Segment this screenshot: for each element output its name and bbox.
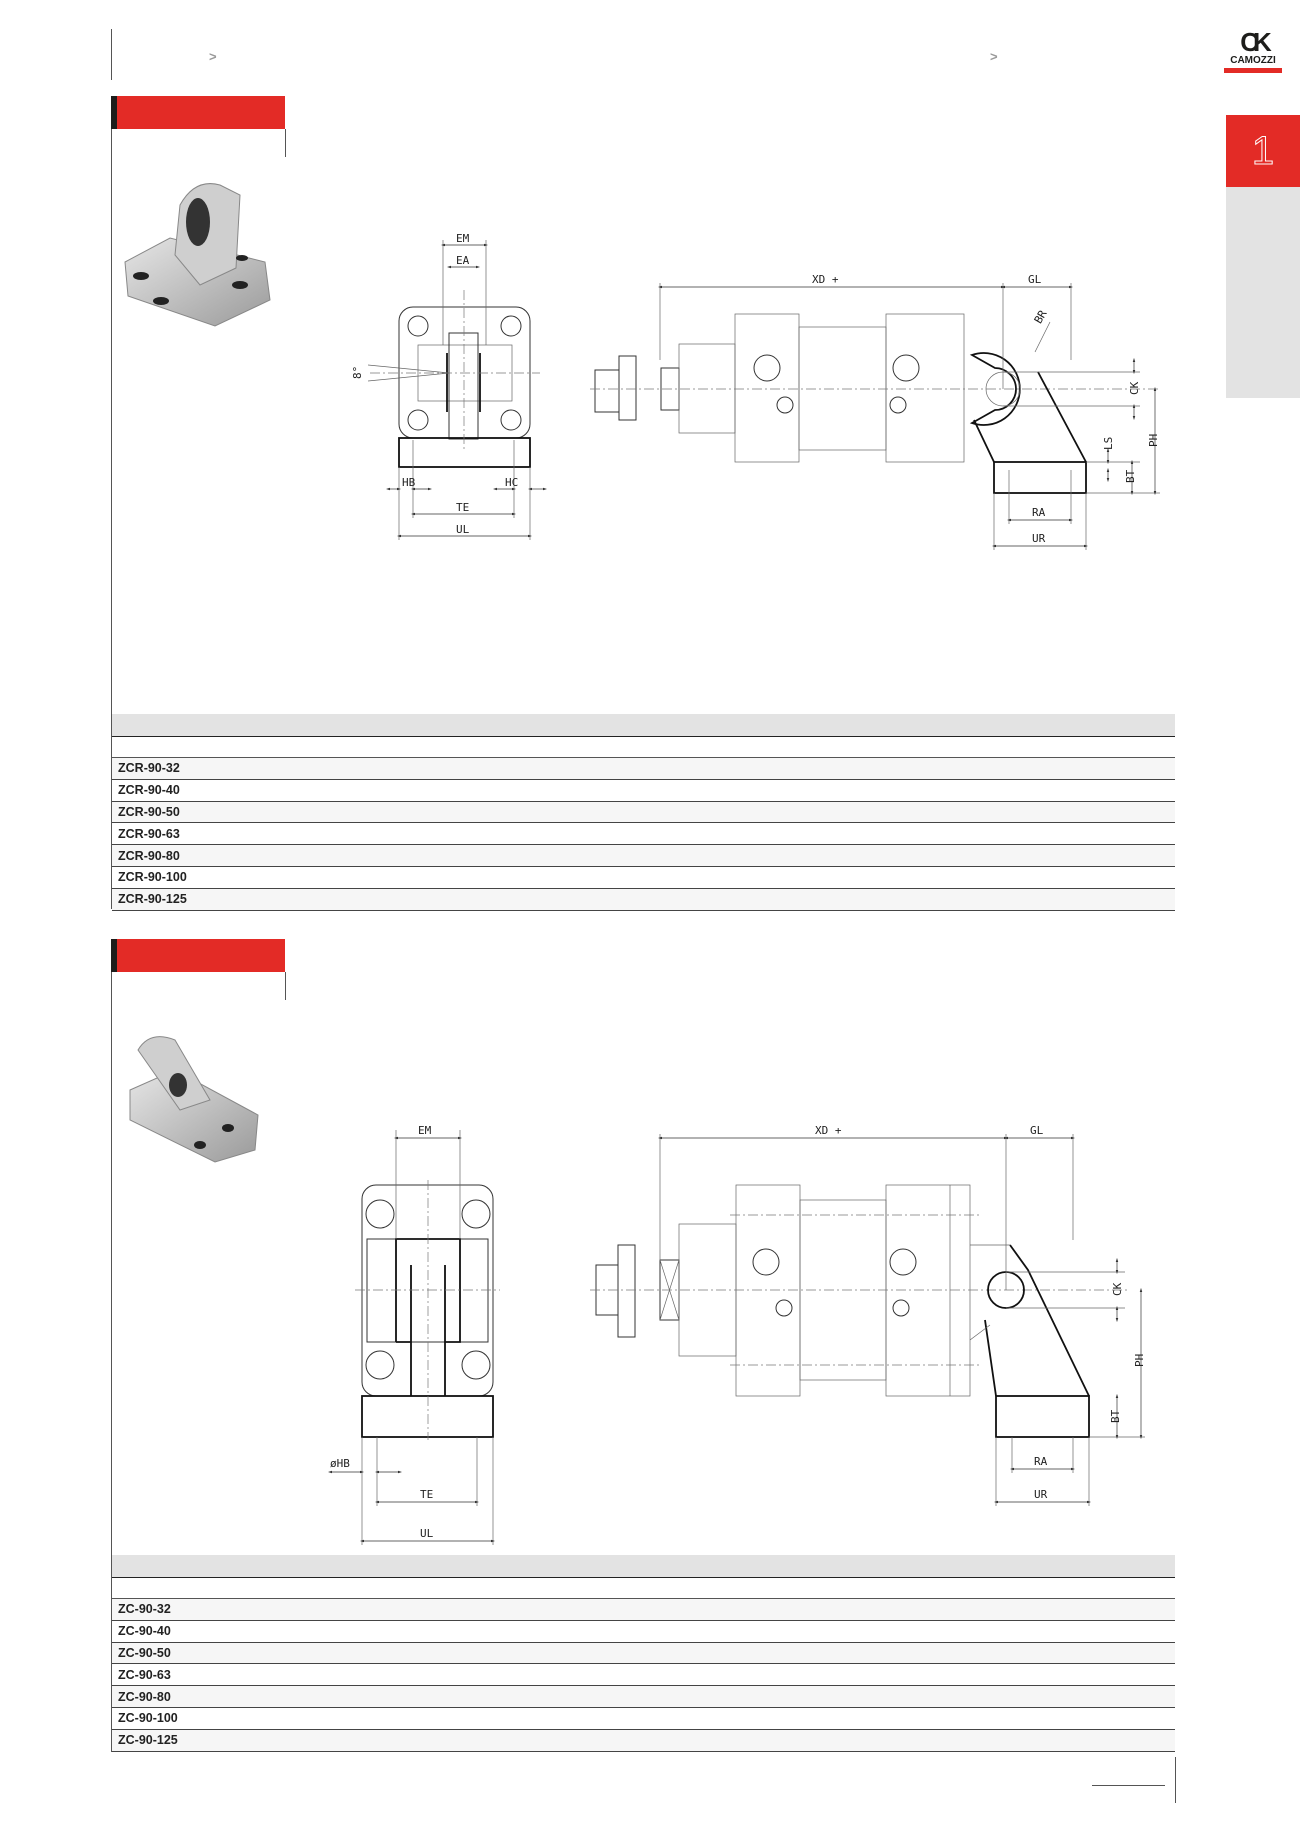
table-cell-code: ZC-90-100: [112, 1707, 1175, 1730]
dim-xd: XD +: [812, 273, 839, 286]
table-cell-code: ZCR-90-40: [112, 779, 1175, 802]
table-row: ZCR-90-40: [112, 779, 1175, 802]
dim-ra: RA: [1032, 506, 1046, 519]
table-subheader-row: [112, 1577, 1175, 1599]
table-row: ZC-90-100: [112, 1707, 1175, 1730]
dim-hc: HC: [505, 476, 518, 489]
table-row: ZC-90-40: [112, 1620, 1175, 1643]
dim-br: BR: [1032, 308, 1050, 326]
dim-te: TE: [420, 1488, 433, 1501]
table-cell-code: ZC-90-40: [112, 1620, 1175, 1643]
section-2-front-view: EM øHB TE UL: [327, 1124, 500, 1545]
table-cell-code: ZCR-90-80: [112, 844, 1175, 867]
dim-hb: HB: [402, 476, 416, 489]
section-1-side-view: XD + GL BR CK LS BT PH RA UR: [590, 273, 1160, 550]
dim-ls: LS: [1102, 437, 1115, 450]
section-2-tab-border: [285, 972, 286, 1000]
product-photo-2: [129, 1036, 259, 1163]
dim-angle: 8°: [351, 366, 364, 379]
section-1-front-view: EM EA 8° HB HC TE UL: [351, 232, 548, 540]
table-row: ZC-90-125: [112, 1729, 1175, 1752]
section-1-left-border: [111, 129, 112, 909]
chapter-number: 1: [1251, 129, 1275, 174]
header-divider: [111, 29, 112, 80]
table-cell-code: ZC-90-80: [112, 1685, 1175, 1708]
section-2-title-tab: [111, 939, 285, 972]
dim-ph: PH: [1147, 434, 1160, 447]
table-cell-code: ZC-90-50: [112, 1642, 1175, 1665]
table-row: ZC-90-80: [112, 1685, 1175, 1708]
section-2-table: ZC-90-32 ZC-90-40 ZC-90-50 ZC-90-63 ZC-9…: [112, 1555, 1175, 1752]
logo-mark-icon: CK: [1240, 27, 1272, 57]
dim-bt: BT: [1124, 469, 1137, 483]
dim-ul: UL: [420, 1527, 434, 1540]
dim-ul: UL: [456, 523, 470, 536]
table-row: ZCR-90-80: [112, 844, 1175, 867]
dim-em: EM: [418, 1124, 432, 1137]
table-header-row: [112, 1555, 1175, 1578]
footer-rule: [1092, 1785, 1165, 1786]
table-row: ZCR-90-63: [112, 822, 1175, 846]
table-row: ZCR-90-50: [112, 801, 1175, 824]
table-row: ZC-90-63: [112, 1663, 1175, 1687]
breadcrumb-separator: >: [209, 49, 217, 64]
table-cell-code: ZC-90-63: [112, 1663, 1175, 1687]
dim-hb: øHB: [330, 1457, 350, 1470]
chapter-tab[interactable]: 1: [1226, 115, 1300, 187]
dim-ck: CK: [1128, 381, 1141, 395]
breadcrumb-separator: >: [990, 49, 998, 64]
table-cell-code: ZCR-90-63: [112, 822, 1175, 846]
table-row: ZC-90-50: [112, 1642, 1175, 1665]
dim-bt: BT: [1109, 1409, 1122, 1423]
dim-xd: XD +: [815, 1124, 842, 1137]
table-cell-code: ZCR-90-125: [112, 888, 1175, 911]
dim-ur: UR: [1032, 532, 1046, 545]
logo-bar: [1224, 68, 1282, 73]
dim-em: EM: [456, 232, 470, 245]
table-row: ZC-90-32: [112, 1598, 1175, 1621]
table-header-row: [112, 714, 1175, 737]
section-1-tab-border: [285, 129, 286, 157]
dim-te: TE: [456, 501, 469, 514]
table-row: ZCR-90-32: [112, 757, 1175, 780]
product-photo-1: [124, 183, 271, 327]
section-2-left-border: [111, 972, 112, 1752]
dim-ck: CK: [1111, 1282, 1124, 1296]
table-row: ZCR-90-125: [112, 888, 1175, 911]
table-subheader-row: [112, 736, 1175, 758]
table-cell-code: ZCR-90-50: [112, 801, 1175, 824]
table-cell-code: ZC-90-125: [112, 1729, 1175, 1752]
table-row: ZCR-90-100: [112, 866, 1175, 889]
table-cell-code: ZCR-90-32: [112, 757, 1175, 780]
dim-gl: GL: [1030, 1124, 1044, 1137]
camozzi-logo: CK CAMOZZI: [1224, 29, 1282, 73]
section-1-title-tab: [111, 96, 285, 129]
logo-text: CAMOZZI: [1230, 55, 1276, 66]
table-cell-code: ZC-90-32: [112, 1598, 1175, 1621]
dim-ra: RA: [1034, 1455, 1048, 1468]
dim-ur: UR: [1034, 1488, 1048, 1501]
section-1-table: ZCR-90-32 ZCR-90-40 ZCR-90-50 ZCR-90-63 …: [112, 714, 1175, 911]
section-2-side-view: XD + GL CK BT PH RA UR: [590, 1124, 1146, 1506]
table-cell-code: ZCR-90-100: [112, 866, 1175, 889]
footer-divider: [1175, 1757, 1176, 1803]
dim-ea: EA: [456, 254, 470, 267]
dim-ph: PH: [1133, 1354, 1146, 1367]
dim-gl: GL: [1028, 273, 1042, 286]
